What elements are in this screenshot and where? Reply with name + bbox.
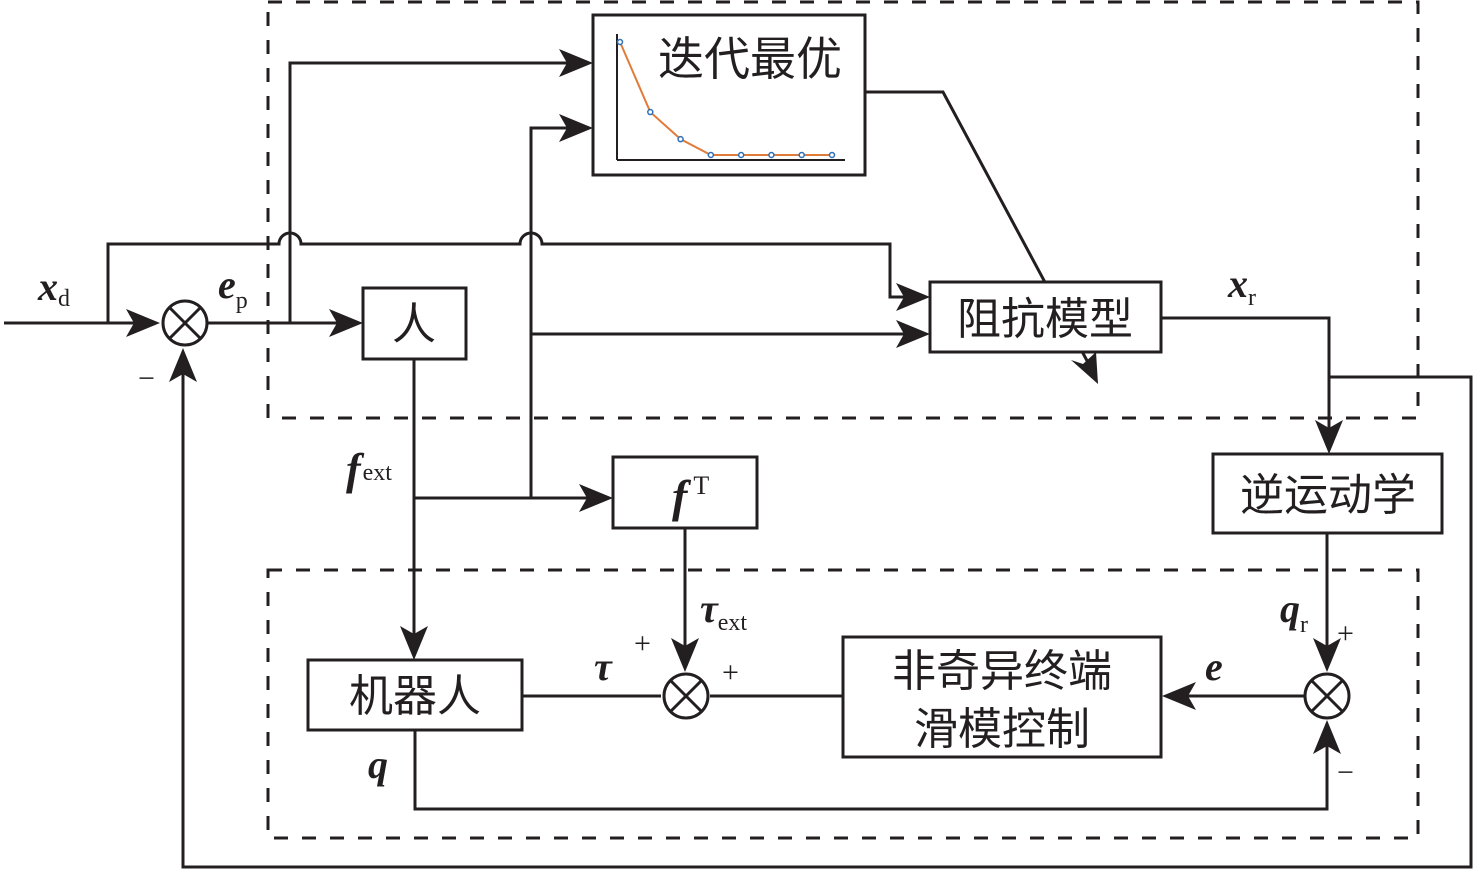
sign-sum3-ref: + bbox=[1337, 617, 1354, 650]
arrowhead bbox=[1313, 638, 1341, 672]
mini-chart-point bbox=[768, 151, 775, 159]
upper-dashed-group bbox=[266, 0, 1420, 420]
sliding-mode-controller-block bbox=[841, 635, 1163, 759]
mini-chart-point bbox=[707, 151, 715, 159]
signal-label-q: q bbox=[368, 742, 388, 787]
signal-label-tau-ext: τext bbox=[700, 586, 747, 636]
arrowhead bbox=[1315, 420, 1343, 454]
controller-label-line1: 非奇异终端 bbox=[892, 646, 1112, 697]
inverse-kinematics-label: 逆运动学 bbox=[1240, 470, 1416, 521]
ep-to-optimizer-line bbox=[288, 61, 575, 323]
outer-feedback-line bbox=[181, 368, 1473, 869]
xd-to-impedance-line bbox=[106, 231, 912, 323]
mini-chart-point bbox=[616, 38, 624, 46]
arrowhead bbox=[329, 309, 363, 337]
arrowhead bbox=[126, 309, 160, 337]
summing-junction-3 bbox=[1303, 672, 1351, 720]
summing-junction-2 bbox=[662, 672, 710, 720]
signal-label-ep: ep bbox=[218, 262, 248, 314]
xr-line bbox=[1161, 316, 1331, 436]
robot-block bbox=[306, 658, 524, 732]
arrowhead bbox=[1313, 720, 1341, 754]
arrowhead bbox=[169, 348, 197, 382]
inverse-kinematics-block bbox=[1211, 452, 1444, 535]
signal-label-xd: xd bbox=[37, 264, 70, 312]
arrowhead bbox=[559, 114, 593, 142]
summing-junction-1 bbox=[161, 299, 209, 347]
iterative-optimization-label: 迭代最优 bbox=[658, 32, 842, 86]
mini-chart-line bbox=[619, 41, 832, 156]
mini-chart-point bbox=[828, 151, 836, 159]
mini-chart-point bbox=[647, 108, 654, 116]
arrowhead bbox=[896, 320, 930, 348]
human-label: 人 bbox=[392, 299, 436, 350]
arrowhead bbox=[671, 638, 699, 672]
human-block bbox=[361, 286, 468, 361]
mini-chart-point bbox=[677, 135, 684, 143]
optimizer-output-line bbox=[865, 90, 1094, 371]
signal-label-tau: τ bbox=[594, 644, 613, 689]
arrowhead bbox=[579, 484, 613, 512]
arrowhead bbox=[896, 283, 930, 311]
f-transpose-block bbox=[611, 455, 759, 530]
arrowhead bbox=[1162, 682, 1196, 710]
arrowhead bbox=[559, 49, 593, 77]
sign-sum2-controller: + bbox=[722, 656, 739, 689]
fext-to-optimizer-line bbox=[529, 126, 575, 498]
iterative-optimization-block bbox=[591, 13, 867, 177]
q-feedback-line bbox=[413, 730, 1329, 811]
mini-chart-point bbox=[798, 151, 805, 159]
arrowhead bbox=[1071, 352, 1098, 384]
signal-label-qr: qr bbox=[1280, 586, 1308, 638]
impedance-model-label: 阻抗模型 bbox=[957, 294, 1133, 345]
sign-sum1-feedback: − bbox=[138, 362, 155, 395]
arrowhead bbox=[400, 626, 428, 660]
robot-label: 机器人 bbox=[349, 671, 481, 722]
mini-chart-point bbox=[737, 151, 745, 159]
sign-sum2-tau-ext: + bbox=[634, 627, 651, 660]
signal-label-fext: fext bbox=[346, 445, 392, 494]
signal-label-xr: xr bbox=[1227, 261, 1256, 311]
impedance-model-block bbox=[928, 280, 1163, 354]
controller-label-line2: 滑模控制 bbox=[914, 704, 1090, 755]
signal-label-e: e bbox=[1205, 644, 1223, 689]
mini-convergence-chart bbox=[616, 34, 845, 161]
lower-dashed-group bbox=[266, 568, 1420, 840]
sign-sum3-feedback: − bbox=[1337, 756, 1354, 789]
